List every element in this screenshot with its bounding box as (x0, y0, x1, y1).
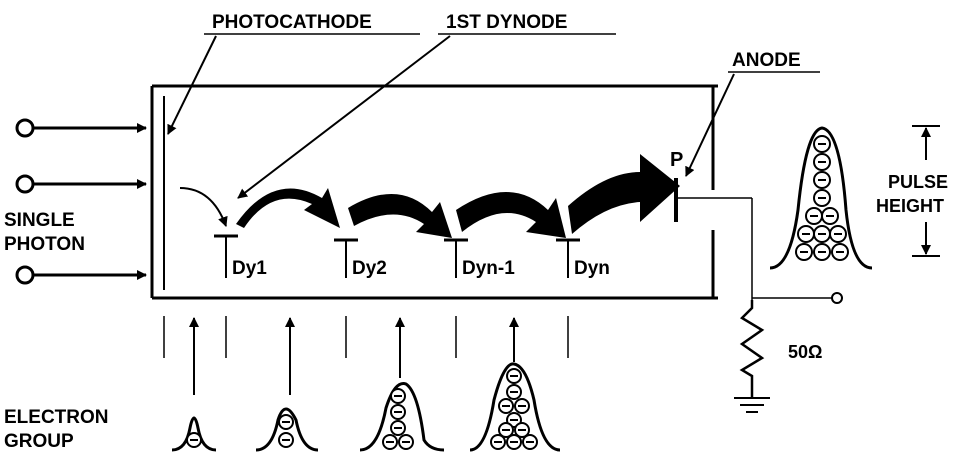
electron-group-curves (171, 126, 873, 452)
first-dynode-label: 1ST DYNODE (446, 12, 567, 33)
group4-dots (490, 368, 538, 450)
electron-group-2 (255, 407, 319, 452)
dynode-dyn (556, 238, 580, 278)
resistor-label: 50Ω (788, 342, 822, 362)
electron-dot-marks (190, 143, 844, 443)
single-label: SINGLE (4, 210, 75, 231)
group3-dots (382, 388, 414, 450)
separator-lines (163, 316, 569, 358)
electron-group-4 (469, 362, 561, 452)
dynodes (214, 234, 580, 278)
electron-flow-arrows (179, 154, 680, 238)
anode-point-label: P (670, 149, 683, 171)
electron-label: ELECTRON (4, 407, 109, 428)
dynode-label-dy1: Dy1 (232, 258, 267, 279)
dynode-dy2 (334, 238, 358, 278)
height-label: HEIGHT (876, 196, 944, 216)
group-label: GROUP (4, 431, 74, 452)
leader-lines (167, 33, 820, 199)
dynode-label-dy2: Dy2 (352, 258, 387, 279)
electron-group-3 (359, 382, 445, 452)
pulse-label: PULSE (888, 172, 948, 192)
electron-dots (186, 135, 849, 450)
anode (674, 178, 843, 413)
pulse-height-dimension (912, 125, 940, 257)
group2-dots (278, 414, 294, 448)
photon-inputs (15, 118, 147, 285)
photocathode-label: PHOTOCATHODE (212, 12, 372, 33)
dynode-label-dyn-1: Dyn-1 (462, 258, 515, 279)
pulse-curve (769, 126, 873, 270)
group-arrows (189, 317, 519, 395)
electron-group-1 (171, 416, 217, 452)
dynode-label-dyn: Dyn (574, 258, 610, 279)
tube (150, 84, 718, 300)
dynode-dy1 (214, 234, 238, 278)
photon-label: PHOTON (4, 234, 85, 255)
dynode-dyn-1 (444, 238, 468, 278)
anode-label: ANODE (732, 50, 801, 71)
